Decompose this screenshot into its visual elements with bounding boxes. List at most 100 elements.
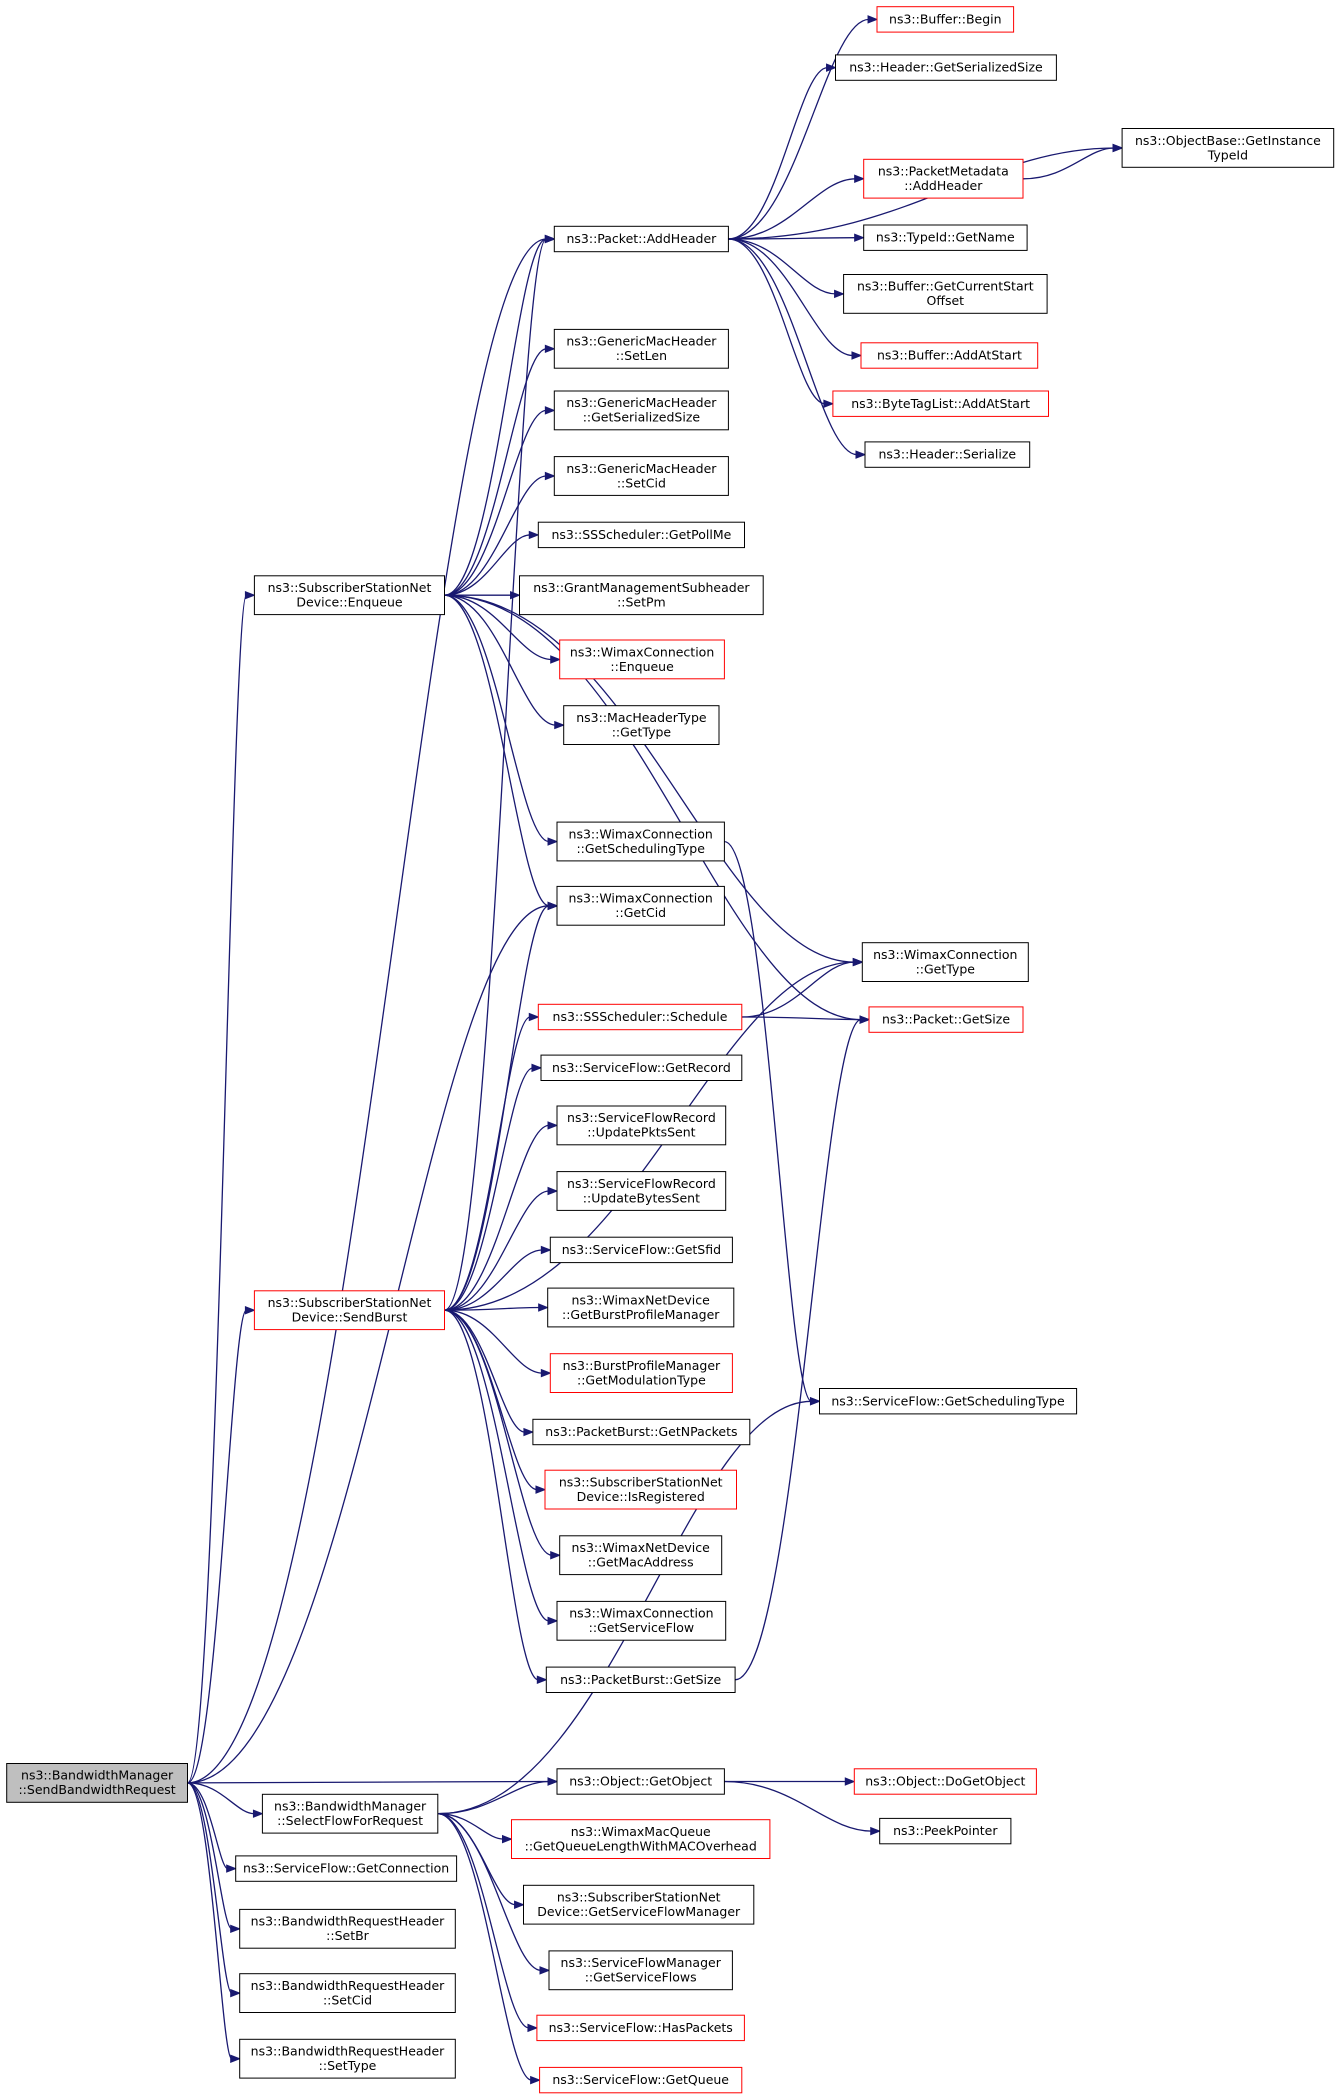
edge-arrowhead (538, 1303, 550, 1312)
edge-arrowhead (230, 2054, 242, 2063)
graph-node-btl-addatstart[interactable]: ns3::ByteTagList::AddAtStart (832, 390, 1050, 417)
edge-sendburst-to-ss-schedule (444, 1012, 540, 1311)
edge-addheader-to-buffer-begin (728, 15, 879, 240)
node-box (861, 942, 1029, 983)
node-box (532, 1418, 751, 1446)
graph-node-sendburst[interactable]: ns3::SubscriberStationNetDevice::SendBur… (253, 1290, 445, 1331)
edge-arrowhead (859, 1015, 871, 1024)
edge-getobject-to-peekpointer (724, 1780, 882, 1836)
node-box (556, 1600, 727, 1641)
graph-node-sf-haspackets[interactable]: ns3::ServiceFlow::HasPackets (536, 2014, 745, 2042)
graph-node-wc-getsched[interactable]: ns3::WimaxConnection::GetSchedulingType (556, 821, 725, 862)
node-box (547, 1287, 735, 1328)
edge-arrowhead (826, 63, 837, 72)
graph-node-header-serialize[interactable]: ns3::Header::Serialize (864, 441, 1031, 468)
graph-node-mht-gettype[interactable]: ns3::MacHeaderType::GetType (563, 705, 720, 746)
graph-node-bpm-getmod[interactable]: ns3::BurstProfileManager::GetModulationT… (549, 1353, 733, 1393)
graph-node-settype-bw[interactable]: ns3::BandwidthRequestHeader::SetType (239, 2038, 456, 2079)
graph-node-wmq-getql[interactable]: ns3::WimaxMacQueue::GetQueueLengthWithMA… (511, 1819, 771, 1859)
graph-node-typeid-getname[interactable]: ns3::TypeId::GetName (863, 224, 1028, 251)
graph-node-setcid-bw[interactable]: ns3::BandwidthRequestHeader::SetCid (239, 1973, 456, 2013)
graph-node-wnd-getmac[interactable]: ns3::WimaxNetDevice::GetMacAddress (559, 1535, 723, 1576)
graph-node-peekpointer[interactable]: ns3::PeekPointer (879, 1817, 1012, 1845)
graph-node-gms-setpm[interactable]: ns3::GrantManagementSubheader::SetPm (519, 575, 764, 616)
graph-node-obj-dogetobject[interactable]: ns3::Object::DoGetObject (853, 1768, 1037, 1795)
node-label: ns3::WimaxConnection (569, 1606, 713, 1621)
node-box (556, 885, 725, 926)
edge-sendburst-to-ssnd-isreg (444, 1309, 547, 1494)
edge-path (728, 238, 858, 456)
node-label: ns3::MacHeaderType (576, 710, 707, 725)
graph-node-gmh-setcid[interactable]: ns3::GenericMacHeader::SetCid (553, 456, 729, 496)
graph-node-sf-getqueue[interactable]: ns3::ServiceFlow::GetQueue (539, 2066, 743, 2094)
graph-node-wc-getsf[interactable]: ns3::WimaxConnection::GetServiceFlow (556, 1600, 727, 1641)
graph-node-ssnd-isreg[interactable]: ns3::SubscriberStationNetDevice::IsRegis… (544, 1469, 737, 1510)
graph-node-wc-gettype[interactable]: ns3::WimaxConnection::GetType (861, 942, 1029, 983)
graph-node-root[interactable]: ns3::BandwidthManager::SendBandwidthRequ… (6, 1763, 189, 1803)
edge-arrowhead (870, 1826, 882, 1836)
edge-path (444, 594, 855, 963)
graph-node-gmh-setlen[interactable]: ns3::GenericMacHeader::SetLen (553, 328, 729, 369)
graph-node-sfr-bytes[interactable]: ns3::ServiceFlowRecord::UpdateBytesSent (556, 1171, 727, 1211)
graph-node-packet-getsize[interactable]: ns3::Packet::GetSize (868, 1006, 1024, 1033)
node-box (261, 1793, 439, 1834)
graph-node-getconnection[interactable]: ns3::ServiceFlow::GetConnection (235, 1855, 458, 1882)
node-label: ns3::ServiceFlow::GetQueue (552, 2072, 729, 2087)
edge-arrowhead (852, 957, 864, 967)
graph-node-ss-schedule[interactable]: ns3::SSScheduler::Schedule (537, 1003, 743, 1031)
edge-arrowhead (528, 1012, 540, 1022)
graph-node-sf-getrecord[interactable]: ns3::ServiceFlow::GetRecord (540, 1054, 743, 1081)
graph-node-sfr-pkts[interactable]: ns3::ServiceFlowRecord::UpdatePktsSent (556, 1105, 727, 1146)
graph-node-getobject[interactable]: ns3::Object::GetObject (556, 1768, 725, 1795)
node-label: ns3::WimaxConnection (569, 826, 713, 841)
edge-path (437, 1813, 504, 1840)
node-box (553, 456, 729, 496)
node-label: Device::Enqueue (296, 595, 402, 610)
node-box (235, 1855, 458, 1882)
edge-path (444, 1309, 538, 1491)
edge-path (437, 1780, 550, 1815)
node-label: ns3::SubscriberStationNet (559, 1474, 723, 1489)
graph-node-sfm-getsfs[interactable]: ns3::ServiceFlowManager::GetServiceFlows (548, 1950, 733, 1991)
graph-node-gmh-getser[interactable]: ns3::GenericMacHeader::GetSerializedSize (553, 390, 729, 431)
edge-addheader-to-header-serialize (728, 238, 867, 459)
edge-path (187, 1309, 248, 1784)
graph-node-sf-getsfid[interactable]: ns3::ServiceFlow::GetSfid (549, 1236, 733, 1264)
node-box (253, 1290, 445, 1331)
graph-node-buffer-begin[interactable]: ns3::Buffer::Begin (876, 6, 1015, 33)
edge-arrowhead (252, 1809, 264, 1818)
graph-node-getpollme[interactable]: ns3::SSScheduler::GetPollMe (537, 521, 745, 549)
node-label: ns3::BandwidthRequestHeader (251, 1914, 446, 1929)
graph-node-setbr[interactable]: ns3::BandwidthRequestHeader::SetBr (239, 1908, 456, 1949)
graph-node-wnd-getbpm[interactable]: ns3::WimaxNetDevice::GetBurstProfileMana… (547, 1287, 735, 1328)
graph-node-ssnd-getsfm[interactable]: ns3::SubscriberStationNetDevice::GetServ… (523, 1884, 755, 1925)
graph-node-pb-getsize[interactable]: ns3::PacketBurst::GetSize (545, 1666, 736, 1693)
graph-node-sf-getschedtype[interactable]: ns3::ServiceFlow::GetSchedulingType (819, 1388, 1078, 1415)
graph-node-pb-getn[interactable]: ns3::PacketBurst::GetNPackets (532, 1418, 751, 1446)
edge-arrowhead (823, 399, 835, 408)
graph-node-wc-enqueue[interactable]: ns3::WimaxConnection::Enqueue (559, 639, 725, 680)
edge-path (728, 238, 836, 295)
edge-root-to-settype-bw (187, 1782, 242, 2063)
edge-selectflow-to-sf-haspackets (437, 1813, 539, 2033)
edge-path (187, 1782, 255, 1815)
graph-node-wc-getcid[interactable]: ns3::WimaxConnection::GetCid (556, 885, 725, 926)
graph-node-addheader[interactable]: ns3::Packet::AddHeader (553, 225, 729, 253)
edge-selectflow-to-sf-getqueue (437, 1813, 541, 2085)
node-label: ns3::WimaxConnection (569, 891, 713, 906)
node-box (536, 2014, 745, 2042)
graph-node-selectflow[interactable]: ns3::BandwidthManager::SelectFlowForRequ… (261, 1793, 439, 1834)
graph-node-buffer-addatstart[interactable]: ns3::Buffer::AddAtStart (860, 342, 1039, 369)
graph-node-header-getser[interactable]: ns3::Header::GetSerializedSize (835, 54, 1057, 81)
edge-path (187, 238, 547, 1784)
node-label: ns3::Header::Serialize (878, 447, 1016, 462)
node-box (537, 1003, 743, 1031)
edge-arrowhead (530, 2075, 541, 2085)
edge-wc-getsched-to-sf-getschedtype (724, 840, 821, 1406)
node-label: ns3::ServiceFlow::GetRecord (552, 1060, 731, 1075)
edge-path (728, 238, 826, 405)
graph-node-pm-addheader[interactable]: ns3::PacketMetadata::AddHeader (863, 158, 1024, 199)
